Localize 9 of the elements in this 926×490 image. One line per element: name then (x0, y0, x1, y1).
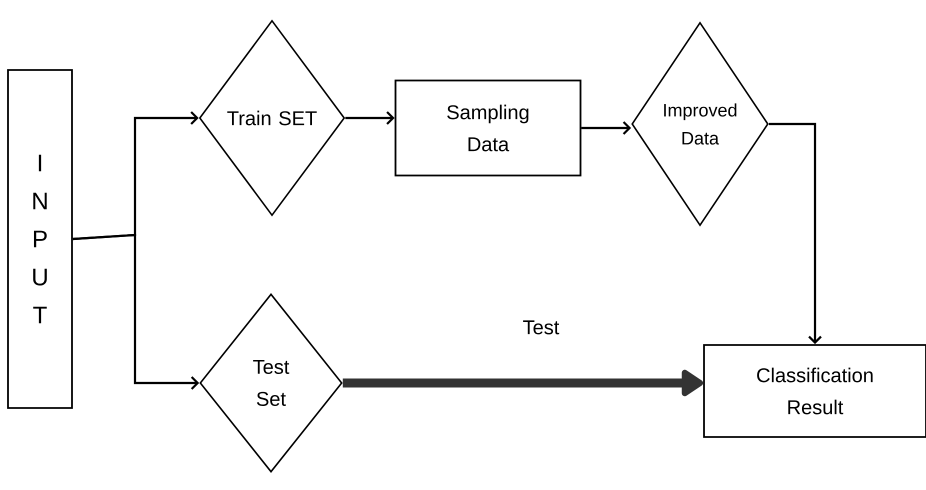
arrow (768, 122, 822, 344)
edge-label: Test (522, 319, 560, 336)
arrow (581, 121, 632, 135)
arrow (345, 111, 395, 125)
input-box: I N P U T (7, 69, 73, 409)
arrow (342, 370, 704, 396)
process-box: Classification Result (703, 344, 926, 438)
process-box: Sampling Data (394, 80, 582, 176)
arrow (72, 234, 200, 390)
